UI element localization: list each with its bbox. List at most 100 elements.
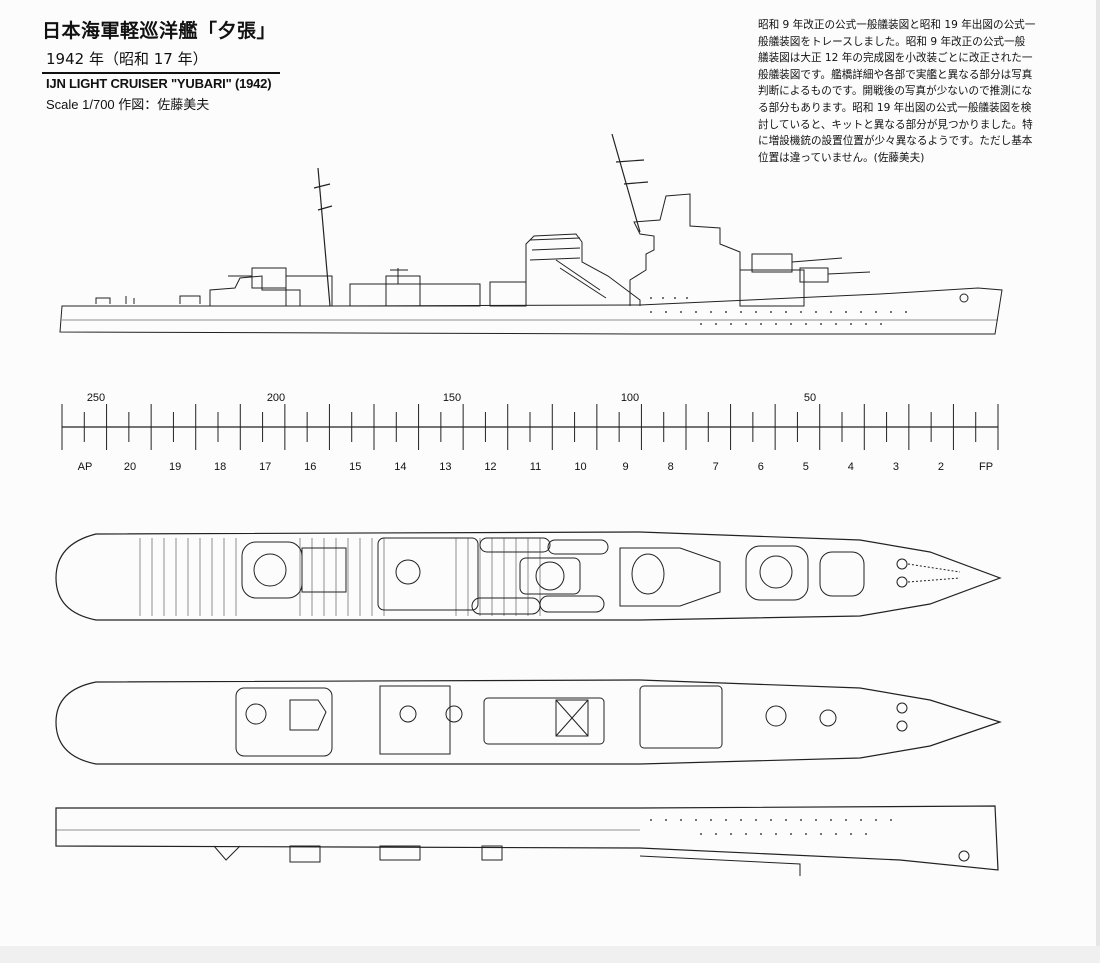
scale-bar — [61, 404, 999, 450]
bow-turret-plan — [819, 551, 865, 597]
midship-deckhouse — [349, 283, 481, 307]
drawing-title-en: IJN LIGHT CRUISER "YUBARI" (1942) — [46, 76, 272, 91]
boat-4 — [539, 595, 605, 613]
station-label: 20 — [124, 461, 136, 473]
funnel — [525, 233, 641, 306]
station-label: 11 — [530, 461, 541, 473]
station-label: 2 — [938, 461, 944, 473]
aft-turret — [251, 267, 287, 289]
station-label: 19 — [169, 461, 181, 473]
side-profile-view — [59, 133, 1003, 335]
foremast — [611, 133, 649, 233]
funnel-plan — [519, 557, 581, 595]
drawing-year: 1942 年（昭和 17 年） — [46, 50, 208, 68]
anchor-chains — [907, 563, 961, 583]
funnel-base-plan — [555, 699, 589, 737]
drawing-scale: Scale 1/700 作図：佐藤美夫 — [46, 97, 210, 112]
searchlight-platform — [489, 281, 527, 307]
station-label: 7 — [713, 461, 719, 473]
profile-hull — [59, 287, 1003, 335]
bow-turret — [799, 267, 829, 283]
hull-underside-view — [55, 805, 999, 876]
page-bottom-margin — [0, 946, 1100, 963]
propeller-shaft-bracket — [213, 845, 241, 861]
funnel-cap — [529, 237, 581, 261]
lower-anchor-port — [896, 702, 908, 714]
aft-mast — [313, 167, 333, 307]
aft-turret-plan — [241, 541, 303, 599]
scale-upper-label: 100 — [621, 392, 639, 404]
midship-plan — [377, 537, 479, 611]
sponson-2 — [379, 845, 421, 861]
notes-line: 般艤装図をトレースしました。昭和 9 年改正の公式一般 — [758, 35, 1026, 48]
notes-line: 判断によるものです。開戦後の写真が少ないので推測にな — [758, 85, 1033, 98]
searchlight-plan — [395, 559, 421, 585]
sponson-1 — [289, 845, 321, 863]
forward-turret-plan — [745, 545, 809, 601]
scale-upper-label: 50 — [804, 392, 816, 404]
boat-3 — [471, 597, 541, 615]
midship-hatches — [379, 685, 451, 755]
stern-fittings — [95, 295, 201, 304]
notes-block: 昭和 9 年改正の公式一般艤装図と昭和 19 年出図の公式一 般艤装図をトレース… — [758, 17, 1080, 166]
lower-deck-outline — [55, 679, 1002, 765]
upper-deck-outline — [55, 531, 1002, 621]
aft-gun-well — [289, 699, 327, 731]
station-label: 13 — [439, 461, 451, 473]
small-mast — [390, 268, 408, 284]
bow-gun-barrel — [827, 271, 871, 275]
lower-deck-plan-view — [55, 679, 1002, 765]
funnel-top-plan — [535, 561, 565, 591]
anchor-starboard — [896, 576, 908, 588]
deck-planking — [139, 538, 541, 616]
upper-deck-plan-view — [55, 531, 1002, 621]
bilge-keel — [639, 855, 801, 876]
station-label: 3 — [893, 461, 899, 473]
funnel-base-cross — [555, 699, 589, 737]
station-label: 15 — [349, 461, 361, 473]
scale-upper-label: 150 — [443, 392, 461, 404]
aft-gun-mount — [245, 703, 267, 725]
forward-deckhouse — [739, 269, 805, 307]
notes-line: 討していると、キットと異なる部分が見つかりました。特 — [758, 118, 1033, 131]
station-label: 8 — [668, 461, 674, 473]
station-label: 10 — [574, 461, 586, 473]
station-label: 12 — [484, 461, 496, 473]
forward-mount-lower — [765, 705, 787, 727]
bow-mount-lower — [819, 709, 837, 727]
lower-anchor-starboard — [896, 720, 908, 732]
title-rule — [42, 72, 280, 74]
bridge-structure — [629, 193, 741, 306]
notes-line: 昭和 9 年改正の公式一般艤装図と昭和 19 年出図の公式一 — [758, 19, 1036, 31]
forward-turret — [751, 253, 793, 273]
notes-line: 艤装図は大正 12 年の完成図を小改装ごとに改正された一 — [758, 52, 1033, 65]
midship-mount-2 — [445, 705, 463, 723]
notes-line: る部分もあります。昭和 19 年出図の公式一般艤装図を検 — [758, 101, 1032, 114]
aft-deckhouse-plan — [301, 547, 347, 593]
anchor-fitting — [959, 293, 969, 303]
underside-hull — [55, 805, 999, 871]
drawing-title-jp: 日本海軍軽巡洋艦「夕張」 — [42, 20, 277, 42]
aft-gun-platform — [235, 687, 333, 757]
boat-1 — [479, 537, 551, 553]
midship-mount — [399, 705, 417, 723]
sponson-3 — [481, 845, 503, 861]
funnel-uptake — [555, 259, 607, 299]
forward-turret-ring — [759, 555, 793, 589]
boat-2 — [547, 539, 609, 555]
station-label: 5 — [803, 461, 809, 473]
anchor-port — [896, 558, 908, 570]
hawse-pipe — [958, 850, 970, 862]
scale-ticks — [61, 404, 999, 450]
notes-line: に増設機銃の設置位置が少々異なるようです。ただし基本 — [758, 135, 1033, 148]
profile-portholes — [650, 297, 907, 325]
station-label: 14 — [394, 461, 406, 473]
aft-superstructure — [209, 275, 301, 306]
station-label: 17 — [259, 461, 271, 473]
engine-casing — [483, 697, 605, 745]
station-label: 18 — [214, 461, 226, 473]
